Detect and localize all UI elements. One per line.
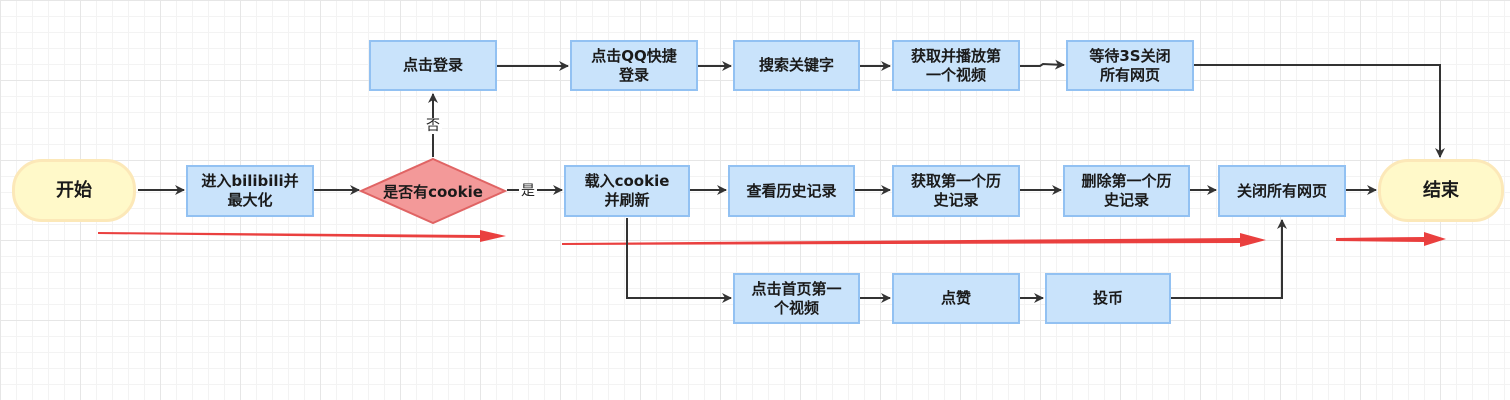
- enter-bilibili-step[interactable]: 进入bilibili并 最大化: [186, 165, 314, 217]
- connector-cookie-home: [626, 218, 732, 303]
- connector-wait-end: [1194, 64, 1445, 158]
- search-keyword-step[interactable]: 搜索关键字: [733, 40, 860, 91]
- connector-coin-close: [1171, 219, 1287, 299]
- connector-play-wait: [1020, 59, 1065, 70]
- qq-login-step[interactable]: 点击QQ快捷 登录: [570, 40, 698, 91]
- highlight-arrow-1: [98, 230, 506, 242]
- play-first-video-step[interactable]: 获取并播放第 一个视频: [892, 40, 1020, 91]
- wait-close-step[interactable]: 等待3S关闭 所有网页: [1066, 40, 1194, 91]
- start-terminal[interactable]: 开始: [12, 159, 136, 222]
- get-history-step[interactable]: 获取第一个历 史记录: [892, 165, 1020, 217]
- decision-diamond-shape: [358, 157, 508, 225]
- delete-history-step[interactable]: 删除第一个历 史记录: [1063, 165, 1190, 217]
- end-terminal[interactable]: 结束: [1378, 159, 1504, 222]
- click-home-first-video-step[interactable]: 点击首页第一 个视频: [733, 273, 860, 324]
- coin-step[interactable]: 投币: [1045, 273, 1171, 324]
- edge-label-no: 否: [424, 118, 442, 134]
- load-cookie-step[interactable]: 载入cookie 并刷新: [564, 165, 690, 217]
- click-login-step[interactable]: 点击登录: [369, 40, 497, 91]
- highlight-arrows: [98, 230, 1446, 247]
- has-cookie-decision[interactable]: 是否有cookie: [383, 182, 483, 201]
- close-all-pages-step[interactable]: 关闭所有网页: [1218, 165, 1346, 217]
- like-step[interactable]: 点赞: [892, 273, 1020, 324]
- highlight-arrow-2: [562, 233, 1266, 247]
- view-history-step[interactable]: 查看历史记录: [728, 165, 855, 217]
- highlight-arrow-3: [1336, 232, 1446, 246]
- edge-label-yes: 是: [519, 183, 537, 199]
